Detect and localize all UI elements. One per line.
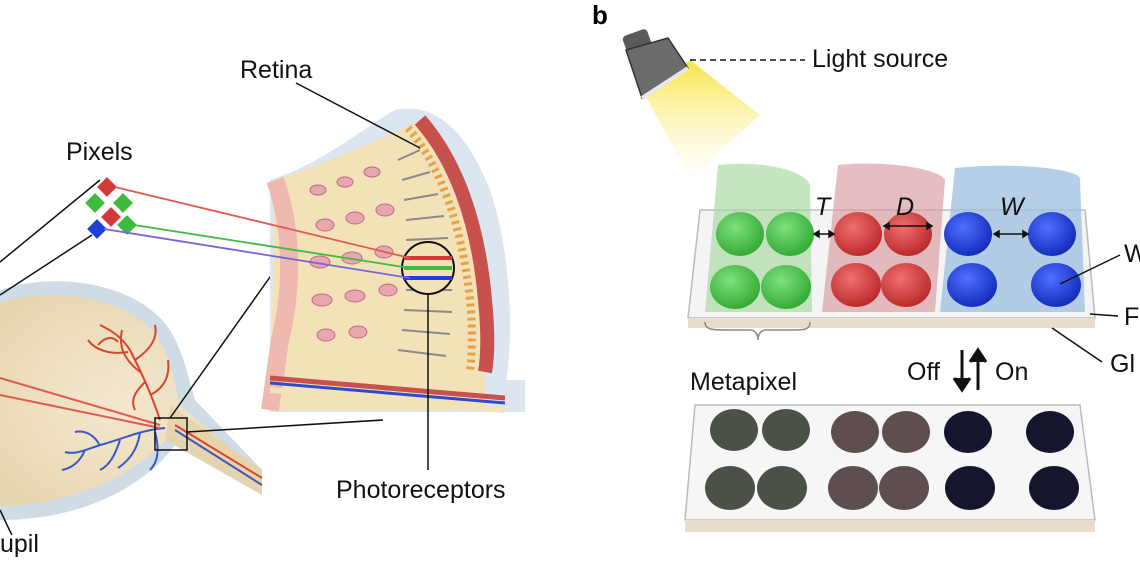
pixels-label: Pixels: [66, 138, 133, 166]
pixel-red: [101, 207, 121, 227]
eye-interior: [0, 295, 262, 506]
pixel-green: [85, 193, 105, 213]
green-metapixel: [710, 212, 814, 309]
blue-vessels: [61, 427, 166, 471]
edge-label-w: W: [1124, 240, 1140, 268]
diameter-D-label: D: [896, 193, 914, 221]
red-vessels: [87, 324, 170, 421]
off-label: Off: [907, 358, 940, 386]
switch-arrows-icon: [952, 347, 988, 393]
pixel-blue: [87, 219, 107, 239]
blue-metapixel: [944, 212, 1081, 307]
lamp-icon: [622, 29, 760, 178]
retina-label: Retina: [240, 56, 312, 84]
pupil-label: upil: [0, 530, 39, 558]
eyeball: [0, 269, 384, 520]
metasurface-off: [684, 404, 1096, 532]
on-label: On: [995, 358, 1028, 386]
edge-label-f: F: [1124, 303, 1139, 331]
metapixel-brace: [704, 321, 811, 341]
metapixel-label: Metapixel: [690, 368, 797, 396]
metasurface-on: T D W: [687, 163, 1096, 328]
light-source-label: Light source: [812, 45, 948, 73]
pixel-red: [97, 177, 117, 197]
panel-b-letter: b: [592, 0, 608, 30]
zoom-box: [154, 417, 188, 451]
pixel-green: [117, 215, 137, 235]
gap-T-label: T: [815, 193, 832, 221]
pixel-cluster: [0, 177, 411, 296]
edge-label-gl: Gl: [1110, 350, 1135, 378]
photoreceptors-label: Photoreceptors: [336, 476, 506, 504]
pixel-green: [113, 193, 133, 213]
width-W-label: W: [1000, 193, 1026, 221]
red-metapixel: [831, 212, 932, 307]
panel-a: Retina Pixels Photoreceptors upil: [0, 56, 525, 558]
retina-section: [261, 108, 525, 470]
panel-b: b Light source: [592, 0, 1140, 532]
